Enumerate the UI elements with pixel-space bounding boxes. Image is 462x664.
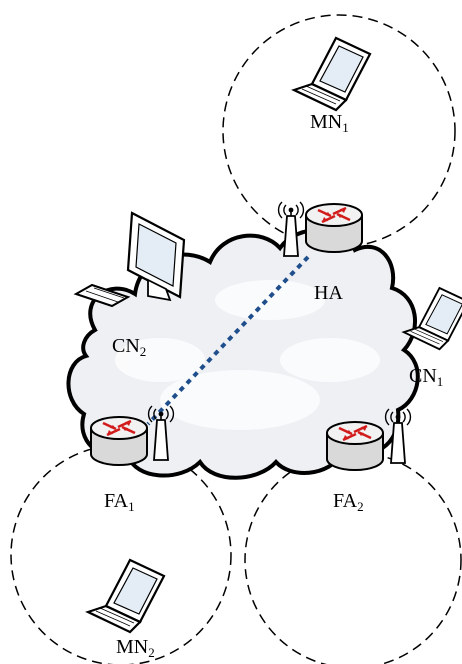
ha-fa1-tunnel-link	[146, 255, 310, 426]
fa2-router-icon	[325, 420, 385, 472]
cn2-label: CN2	[112, 335, 147, 359]
cn1-label: CN1	[409, 365, 444, 389]
mn1-laptop-icon	[292, 36, 372, 112]
mn1-label: MN1	[310, 111, 349, 135]
ha-router-icon	[304, 202, 364, 254]
fa2-label: FA2	[333, 490, 364, 514]
ha-label: HA	[314, 282, 343, 304]
fa1-router-icon	[89, 415, 149, 467]
cn2-desktop-computer-icon	[73, 211, 186, 308]
cloud-highlights	[115, 280, 380, 430]
fa1-coverage-circle	[10, 444, 232, 664]
fa1-label: FA1	[104, 490, 135, 514]
mn2-label: MN2	[116, 636, 155, 660]
fa2-coverage-circle	[244, 451, 462, 664]
mn2-laptop-icon	[86, 558, 166, 634]
